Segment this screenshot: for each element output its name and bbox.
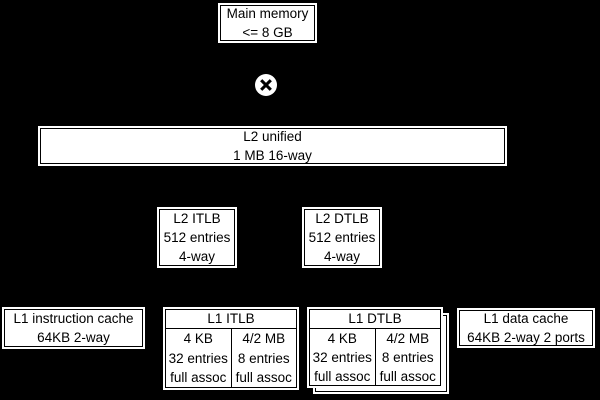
l1-dtlb-largepage-size: 4/2 MB [386,331,430,346]
l2-dtlb-title: L2 DTLB [315,211,369,226]
l1-data-cache-box: L1 data cache 64KB 2-way 2 ports [457,308,595,348]
l1-dtlb-largepage-entries: 8 entries [381,350,434,365]
l1-dtlb-4kb-assoc: full assoc [314,369,371,384]
l1-itlb-largepage-size: 4/2 MB [242,331,286,347]
l1-instruction-cache-box: L1 instruction cache 64KB 2-way [2,307,145,349]
l1-icache-title: L1 instruction cache [13,311,134,326]
l2-dtlb-box: L2 DTLB 512 entries 4-way [302,207,382,268]
l2-dtlb-entries: 512 entries [308,230,376,245]
l1-itlb-4kb-cell: 4 KB 32 entries full assoc [166,329,231,387]
l1-dtlb-box: L1 DTLB 4 KB 32 entries full assoc 4/2 M… [307,307,443,388]
l1-itlb-cells: 4 KB 32 entries full assoc 4/2 MB 8 entr… [166,329,296,387]
l2-itlb-entries: 512 entries [163,230,231,245]
l2-itlb-title: L2 ITLB [173,211,221,226]
l1-dtlb-4kb-cell: 4 KB 32 entries full assoc [310,329,375,386]
x-circle-icon [255,74,277,96]
l1-itlb-4kb-assoc: full assoc [170,369,227,385]
l1-dtlb-4kb-size: 4 KB [327,331,357,346]
main-memory-title: Main memory [226,6,309,21]
l1-dcache-title: L1 data cache [483,311,569,326]
l1-itlb-4kb-entries: 32 entries [168,350,228,366]
l1-itlb-box: L1 ITLB 4 KB 32 entries full assoc 4/2 M… [163,307,299,390]
l2-unified-title: L2 unified [243,129,302,144]
l1-itlb-largepage-assoc: full assoc [235,369,292,385]
l1-itlb-4kb-size: 4 KB [183,331,213,347]
l1-itlb-largepage-cell: 4/2 MB 8 entries full assoc [230,329,297,387]
l1-itlb-header: L1 ITLB [166,310,296,329]
l1-dtlb-header: L1 DTLB [310,310,440,329]
main-memory-size: <= 8 GB [242,25,293,40]
l2-dtlb-assoc: 4-way [323,249,360,264]
l1-dtlb-4kb-entries: 32 entries [312,350,372,365]
l1-dtlb-cells: 4 KB 32 entries full assoc 4/2 MB 8 entr… [310,329,440,386]
l1-icache-size: 64KB 2-way [37,330,110,345]
l1-dcache-size: 64KB 2-way 2 ports [467,330,585,345]
l1-itlb-largepage-entries: 8 entries [237,350,290,366]
l2-unified-cache-box: L2 unified 1 MB 16-way [38,126,507,166]
l2-itlb-assoc: 4-way [178,249,215,264]
l1-dtlb-largepage-assoc: full assoc [379,369,436,384]
main-memory-box: Main memory <= 8 GB [218,3,317,43]
l1-dtlb-largepage-cell: 4/2 MB 8 entries full assoc [374,329,441,386]
l2-itlb-box: L2 ITLB 512 entries 4-way [157,207,237,268]
l2-unified-size: 1 MB 16-way [233,148,312,163]
